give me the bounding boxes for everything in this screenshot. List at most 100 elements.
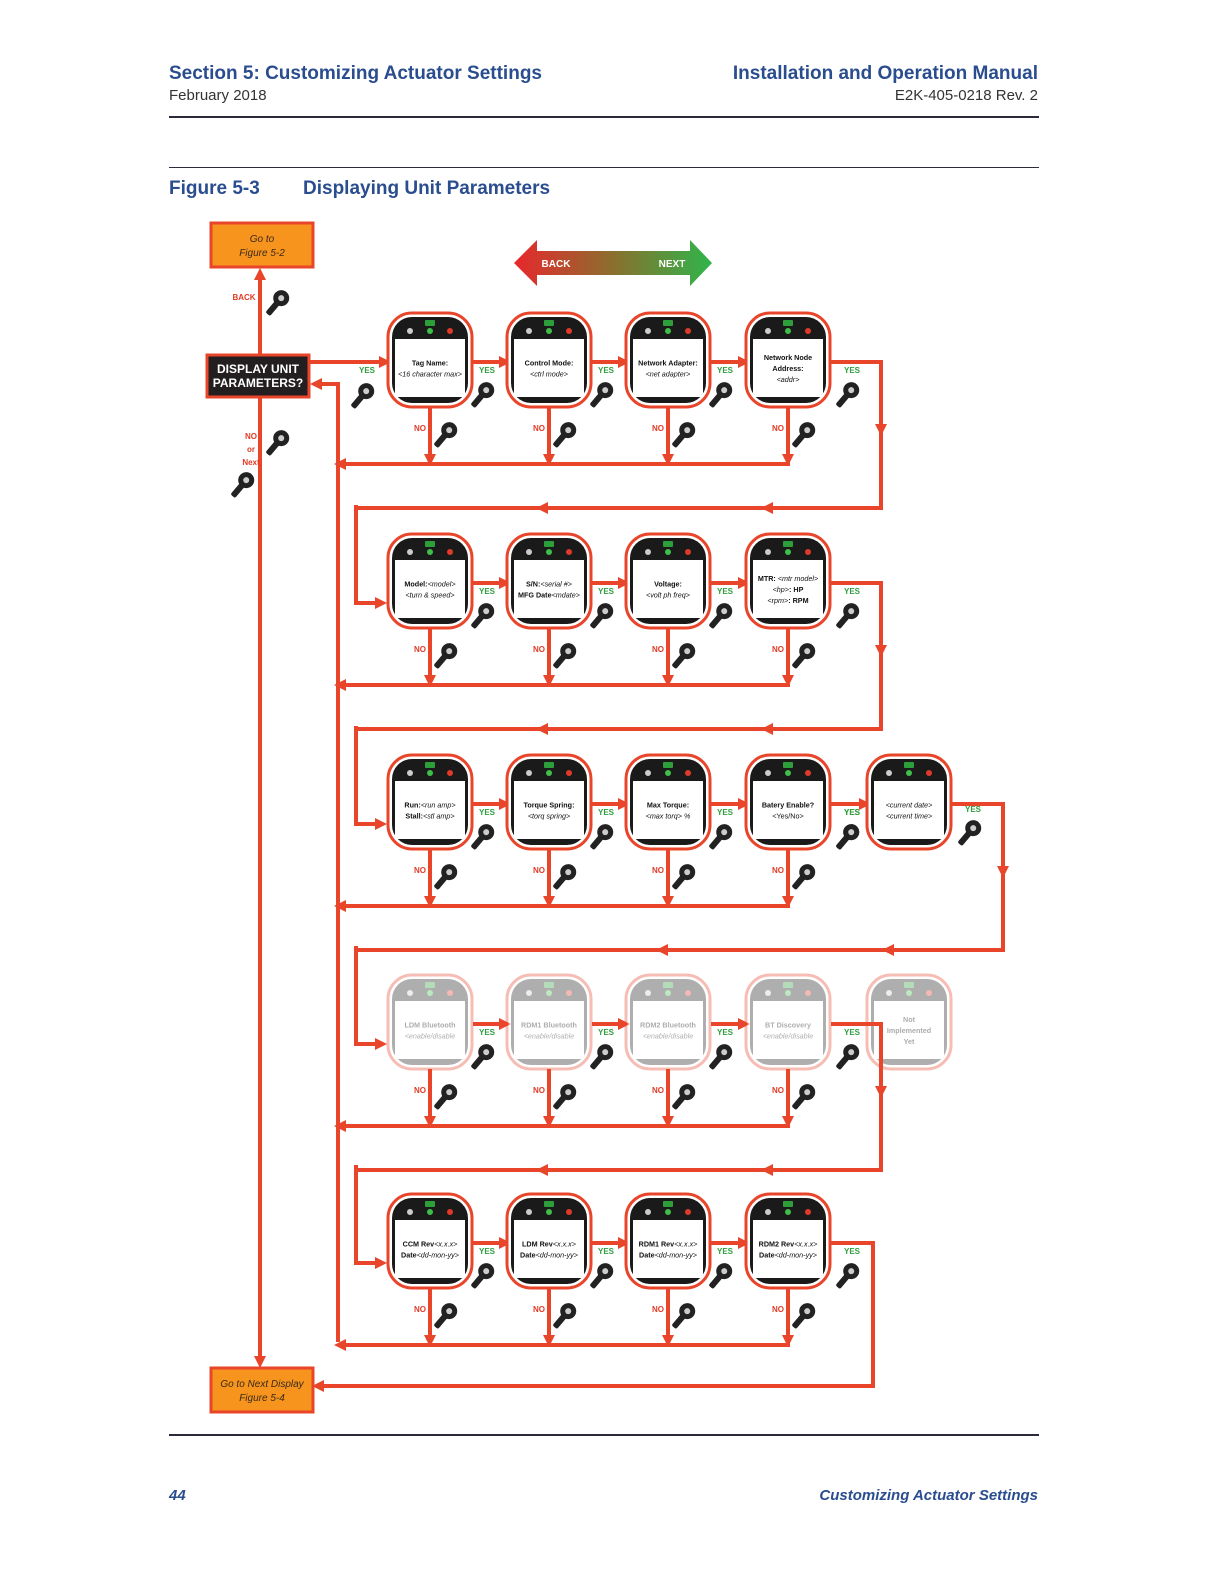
lcd-text: RDM2 Bluetooth: [640, 1021, 696, 1030]
knob-stem: [709, 392, 723, 408]
yes-knob-icon: [709, 824, 733, 850]
row-exit-arrowhead: [761, 502, 773, 514]
knob-stem: [590, 392, 604, 408]
lcd-line: Date<dd-mon-yy>: [401, 1251, 459, 1260]
yes-knob-icon: [836, 603, 860, 629]
no-knob-icon: [553, 422, 577, 448]
yes-knob-icon: [590, 1263, 614, 1289]
start-box-text: DISPLAY UNIT: [217, 362, 300, 376]
knob-stem: [709, 1054, 723, 1070]
white-led-icon: [407, 549, 413, 555]
green-led-icon: [546, 770, 552, 776]
knob-stem: [672, 1313, 686, 1329]
red-led-icon: [926, 990, 932, 996]
yes-knob-icon: [836, 824, 860, 850]
section-title: Section 5: Customizing Actuator Settings: [169, 63, 542, 84]
no-arrowhead: [424, 454, 436, 466]
lcd-screen: [753, 339, 823, 397]
yes-label: YES: [717, 587, 734, 596]
status-window: [544, 982, 554, 988]
no-collector-arrowhead: [334, 900, 346, 912]
lcd-line: MTR: <mtr model>: [758, 574, 818, 583]
no-label: NO: [533, 424, 545, 433]
lcd-text: <max torq> %: [646, 812, 691, 821]
no-knob-icon: [434, 643, 458, 669]
knob-stem: [836, 613, 850, 629]
red-led-icon: [685, 549, 691, 555]
display-module-3-1: RDM1 Bluetooth<enable/disable: [505, 973, 593, 1071]
knob-hole: [278, 435, 285, 442]
green-led-icon: [665, 1209, 671, 1215]
lcd-line: Address:: [772, 364, 803, 373]
no-collector-arrowhead: [334, 458, 346, 470]
green-led-icon: [427, 770, 433, 776]
knob-stem: [553, 874, 567, 890]
yes-label: YES: [717, 366, 734, 375]
red-led-icon: [447, 549, 453, 555]
yes-knob-icon: [590, 382, 614, 408]
go-to-figure-5-2-box-text: Go to: [250, 234, 275, 245]
lcd-line: RDM2 Bluetooth: [640, 1021, 696, 1030]
lcd-text: BT Discovery: [765, 1021, 811, 1030]
knob-hole: [804, 1308, 811, 1315]
lcd-line: S/N:<serial #>: [526, 580, 572, 589]
knob-hole: [848, 1049, 855, 1056]
white-led-icon: [407, 328, 413, 334]
red-led-icon: [566, 990, 572, 996]
lcd-line: <turn & speed>: [405, 591, 454, 600]
no-label: NO: [772, 1086, 784, 1095]
yes-label: YES: [717, 1247, 734, 1256]
lcd-line: RDM2 Rev<x.x.x>: [759, 1240, 818, 1249]
knob-stem: [553, 1313, 567, 1329]
lcd-text: <x.x.x>: [553, 1240, 576, 1249]
knob-hole: [804, 648, 811, 655]
lcd-line: Network Node: [764, 353, 812, 362]
no-arrowhead: [662, 896, 674, 908]
row-exit-arrowhead: [536, 1164, 548, 1176]
lcd-text: <mdate>: [552, 591, 580, 600]
lcd-text: : HP: [789, 585, 804, 594]
yes-label: YES: [479, 1247, 496, 1256]
knob-hole: [970, 825, 977, 832]
lcd-text: <x.x.x>: [434, 1240, 457, 1249]
knob-hole: [721, 1049, 728, 1056]
red-led-icon: [447, 990, 453, 996]
lcd-screen: [753, 781, 823, 839]
green-led-icon: [665, 328, 671, 334]
knob-hole: [684, 427, 691, 434]
row-exit-arrowhead: [875, 1086, 887, 1098]
no-label: NO: [414, 1305, 426, 1314]
white-led-icon: [886, 770, 892, 776]
display-module-3-2: RDM2 Bluetooth<enable/disable: [624, 973, 712, 1071]
no-collector-line: [338, 407, 790, 466]
no-knob-icon: [792, 1084, 816, 1110]
yes-arrowhead: [618, 1018, 630, 1030]
knob-hole: [804, 869, 811, 876]
red-led-icon: [685, 328, 691, 334]
yes-knob-icon: [836, 1263, 860, 1289]
lcd-text: MFG Date: [518, 591, 552, 600]
go-to-figure-5-2-box: [209, 221, 315, 269]
no-arrowhead: [662, 1335, 674, 1347]
lcd-screen: [633, 1220, 703, 1278]
knob-hole: [602, 829, 609, 836]
yes-label: YES: [717, 808, 734, 817]
lcd-text: <model>: [428, 580, 456, 589]
yes-label: YES: [479, 808, 496, 817]
yes-label: YES: [965, 805, 982, 814]
lcd-line: Stall:<stl amp>: [405, 812, 454, 821]
no-collector-line: [338, 1288, 790, 1347]
yes-label: YES: [844, 366, 861, 375]
yes-arrowhead: [618, 577, 630, 589]
no-knob-icon: [553, 1084, 577, 1110]
knob-hole: [804, 427, 811, 434]
no-collector-line: [338, 849, 790, 908]
green-led-icon: [427, 990, 433, 996]
lcd-line: Network Adapter:: [638, 359, 698, 368]
display-module-0-0: Tag Name:<16 character max>: [386, 311, 474, 409]
yes-label: YES: [844, 1028, 861, 1037]
lcd-text: <run amp>: [421, 801, 456, 810]
yes-knob-icon: [709, 603, 733, 629]
yes-knob-icon: [590, 824, 614, 850]
yes-knob-icon: [836, 1044, 860, 1070]
